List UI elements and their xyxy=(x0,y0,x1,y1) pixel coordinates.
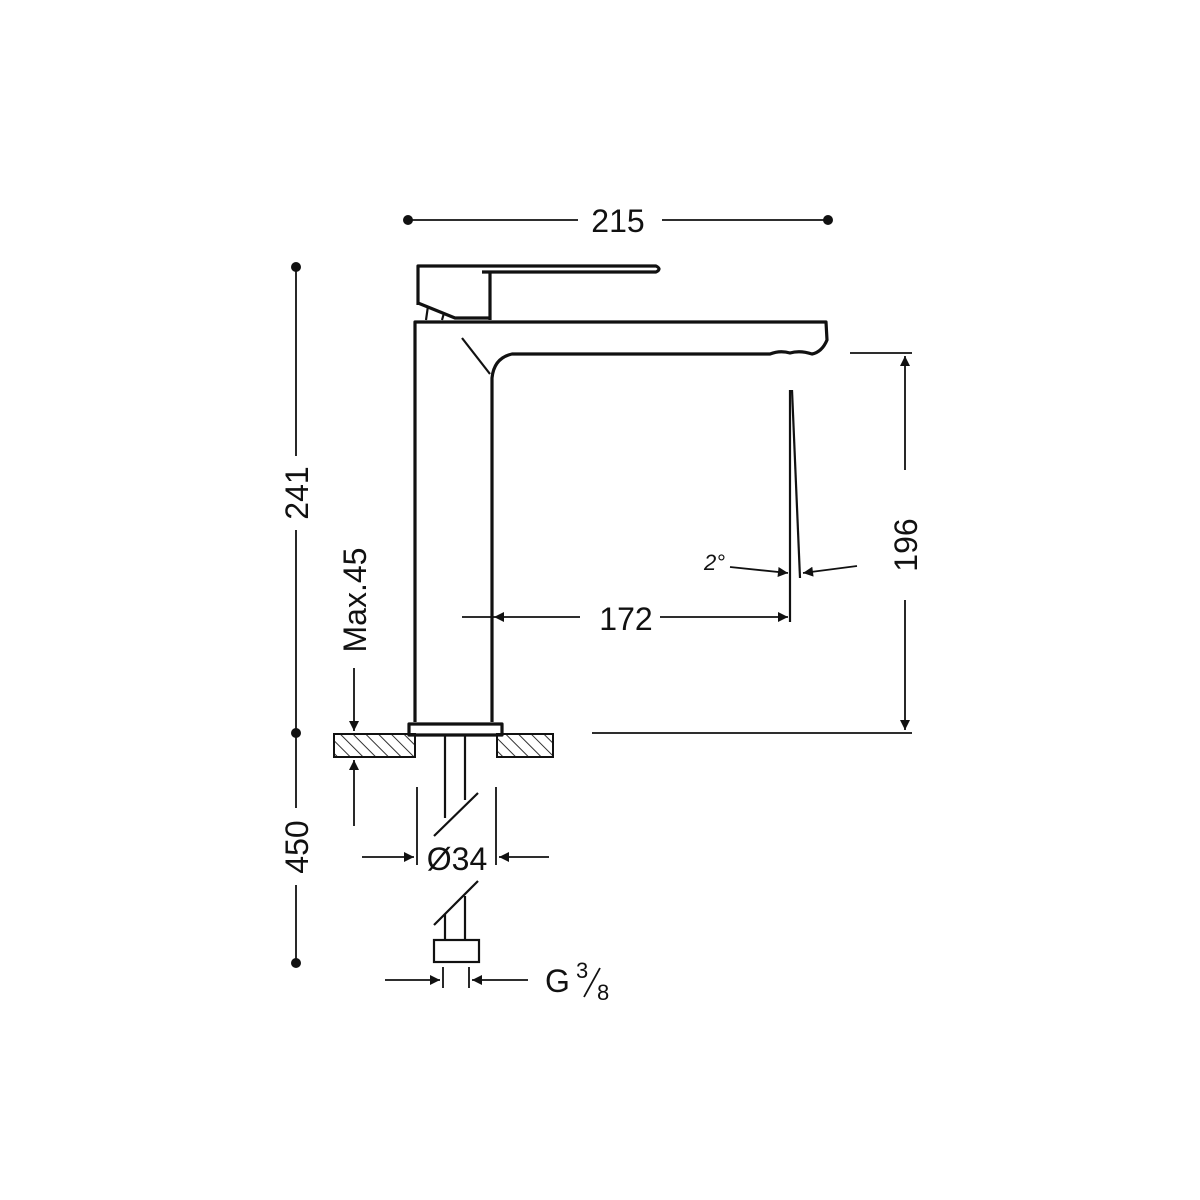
water-stream xyxy=(788,389,802,622)
dimension-thread: G 3 8 xyxy=(385,958,609,1005)
dimension-flow-angle: 2° xyxy=(703,550,858,577)
dimension-width: 215 xyxy=(403,203,833,239)
thread-numerator: 3 xyxy=(576,958,588,983)
dim-241-label: 241 xyxy=(279,466,315,519)
dimension-spout-reach: 172 xyxy=(462,601,788,637)
dimension-spout-height: 196 xyxy=(592,352,924,734)
dimension-base-diameter: Ø34 xyxy=(362,787,549,877)
supply-hoses xyxy=(432,735,481,964)
dim-450-label: 450 xyxy=(279,820,315,873)
connector-nut xyxy=(432,938,481,964)
faucet-outline xyxy=(407,264,829,737)
dim-196-label: 196 xyxy=(888,518,924,571)
dim-172-label: 172 xyxy=(599,601,652,637)
dim-215-label: 215 xyxy=(591,203,644,239)
dim-angle-label: 2° xyxy=(703,550,725,575)
dim-max45-label: Max.45 xyxy=(337,548,373,653)
thread-denominator: 8 xyxy=(597,980,609,1005)
dim-diameter-label: Ø34 xyxy=(427,841,487,877)
base-flange xyxy=(407,722,504,737)
thread-g-label: G xyxy=(545,963,570,999)
countertop xyxy=(333,733,554,758)
dimension-counter-thickness: Max.45 xyxy=(337,548,373,826)
dimension-height: 241 450 xyxy=(279,262,315,968)
